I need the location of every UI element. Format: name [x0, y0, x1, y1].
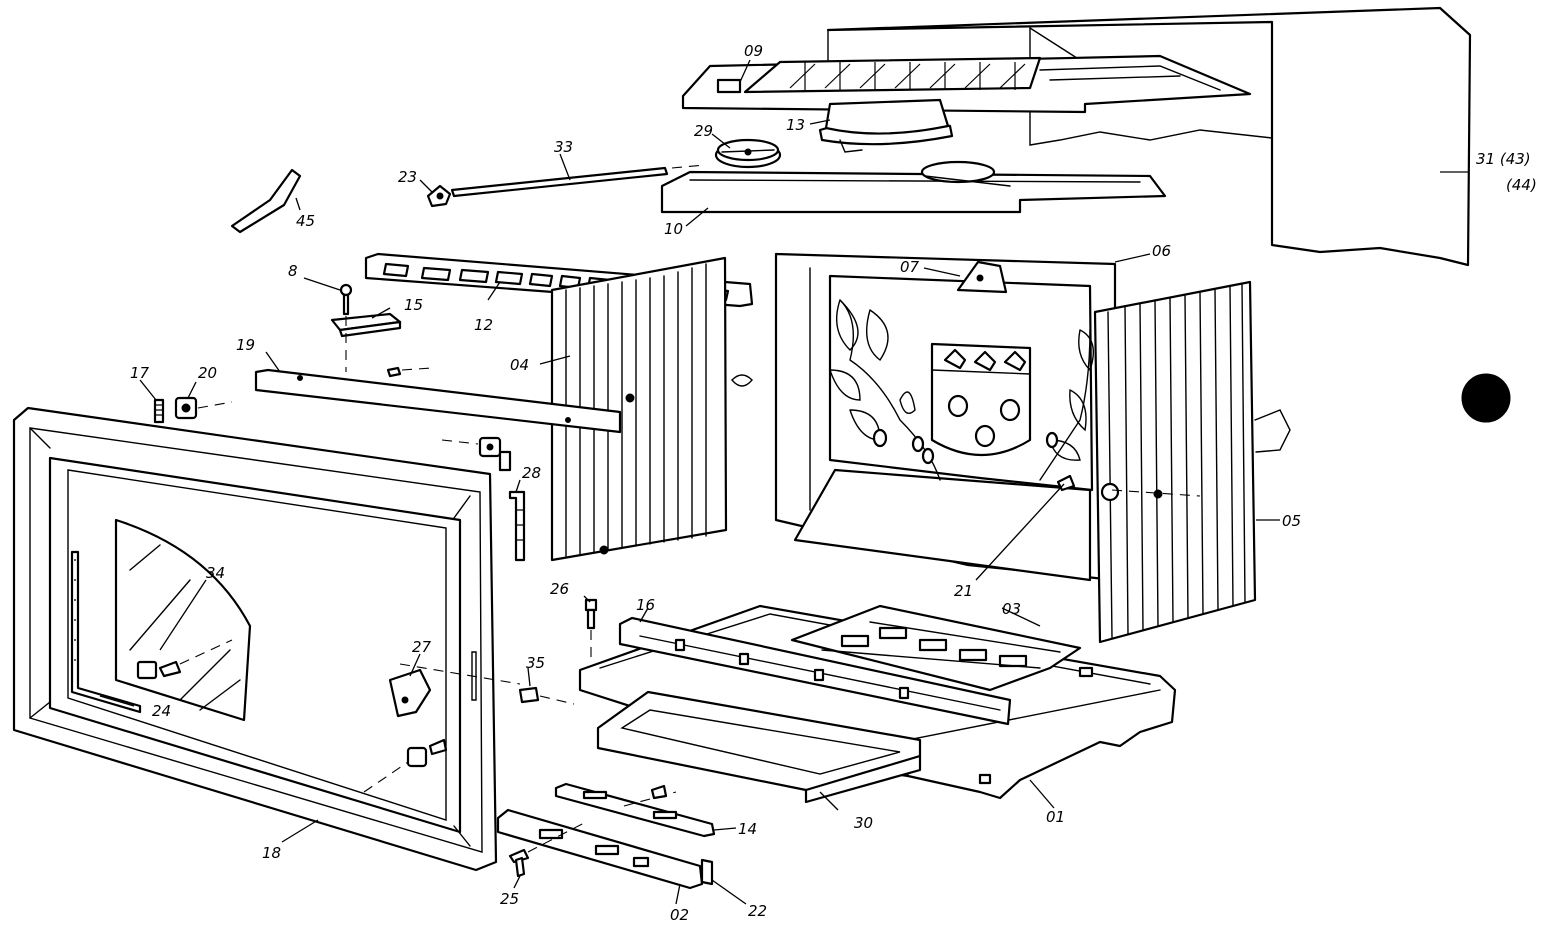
- label-26: 26: [550, 580, 569, 598]
- label-23: 23: [398, 168, 417, 186]
- part-17-spring: [153, 398, 165, 424]
- label-02: 02: [670, 906, 689, 924]
- part-22-clip: [700, 858, 714, 886]
- part-26-bolt: [584, 598, 598, 630]
- label-33: 33: [554, 138, 573, 156]
- screw-14: [650, 784, 668, 800]
- label-35: 35: [526, 654, 545, 672]
- oak-leaves-left: [829, 299, 941, 481]
- part-30-ash-tray: [596, 690, 922, 804]
- label-28: 28: [522, 464, 541, 482]
- screw-19: [386, 366, 402, 378]
- label-17: 17: [130, 364, 150, 382]
- label-30: 30: [854, 814, 873, 832]
- label-05: 05: [1282, 512, 1301, 530]
- axis-upper-clip: [441, 439, 479, 445]
- label-13: 13: [786, 116, 805, 134]
- part-labels: 09 13 29 33 23 10 45 31 (43) (44) 06 07 …: [130, 42, 1537, 924]
- door-clip-lower: [406, 738, 448, 768]
- label-07: 07: [900, 258, 920, 276]
- axis-bolt-25: [527, 821, 587, 853]
- part-07-hook-bracket: [956, 260, 1008, 294]
- axis-nut: [197, 401, 233, 409]
- label-06: 06: [1152, 242, 1171, 260]
- label-25: 25: [500, 890, 519, 908]
- door-clip-upper: [478, 436, 502, 458]
- part-29-damper: [714, 138, 782, 169]
- axis-pin: [539, 695, 575, 705]
- part-08-bolt: [339, 283, 353, 316]
- part-02-bottom-rail: [496, 808, 704, 890]
- part-03-grate: [790, 604, 1082, 692]
- label-14: 14: [738, 820, 757, 838]
- black-dot: [1461, 373, 1511, 423]
- label-21: 21: [954, 582, 973, 600]
- part-16-front-bar: [618, 616, 1012, 726]
- label-18: 18: [262, 844, 281, 862]
- label-20: 20: [198, 364, 217, 382]
- door-clip-inner: [136, 660, 182, 680]
- label-12: 12: [474, 316, 493, 334]
- label-22: 22: [748, 902, 767, 920]
- part-28-latch: [498, 450, 526, 562]
- label-01: 01: [1046, 808, 1065, 826]
- label-34: 34: [206, 564, 225, 582]
- part-20-nut: [174, 396, 198, 420]
- label-16: 16: [636, 596, 655, 614]
- label-09: 09: [744, 42, 763, 60]
- part-27-hinge: [388, 668, 432, 718]
- axis-hinge: [399, 663, 521, 685]
- part-15-clip: [330, 312, 402, 338]
- part-23-knob: [426, 184, 452, 208]
- label-19: 19: [236, 336, 255, 354]
- part-19-crossbar: [254, 368, 622, 434]
- part-14-lower-bar: [554, 782, 716, 838]
- part-25-bolt: [508, 848, 530, 878]
- axis-glass-clip: [179, 639, 233, 665]
- part-45-hook: [230, 168, 302, 234]
- label-04: 04: [510, 356, 529, 374]
- label-03: 03: [1002, 600, 1021, 618]
- axis-rod: [671, 164, 706, 169]
- label-29: 29: [694, 122, 713, 140]
- axis-screw-19: [401, 367, 433, 371]
- leader-lines: [99, 59, 1468, 905]
- part-09-top-grid: [681, 54, 1252, 114]
- axis-lower-bar: [623, 791, 677, 807]
- label-8: 8: [288, 262, 298, 280]
- part-10-baffle: [660, 160, 1167, 214]
- part-24-gasket: [70, 550, 142, 714]
- oak-leaves-right: [1039, 329, 1094, 481]
- label-15: 15: [404, 296, 423, 314]
- part-13-collar: [818, 98, 954, 153]
- part-33-rod: [450, 166, 669, 198]
- label-31: 31 (43): [1476, 150, 1531, 168]
- part-31-hood: [826, 6, 1472, 267]
- coat-of-arms: [930, 342, 1032, 456]
- axis-right-panel: [1111, 489, 1201, 497]
- label-24: 24: [152, 702, 171, 720]
- axis-lower-clip: [363, 761, 409, 793]
- label-45: 45: [296, 212, 315, 230]
- part-05-right-panel: [1093, 280, 1291, 644]
- label-10: 10: [664, 220, 683, 238]
- label-31b: (44): [1506, 176, 1537, 194]
- label-27: 27: [412, 638, 432, 656]
- part-35-pin: [518, 686, 540, 704]
